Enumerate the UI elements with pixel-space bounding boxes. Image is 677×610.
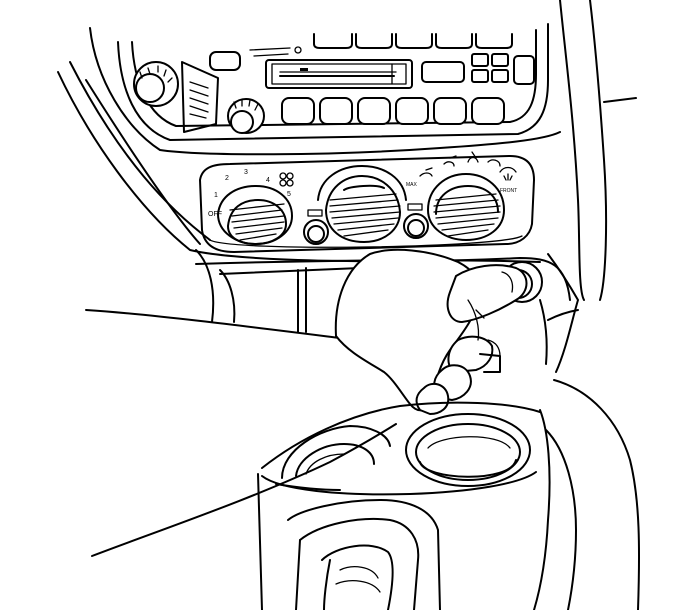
preset-buttons (281, 97, 505, 125)
fan-scale-4: 4 (266, 177, 270, 184)
cup-holder-right (405, 413, 531, 487)
cup-holders (261, 401, 541, 496)
climate-control-panel: OFF 1 2 3 4 5 (199, 151, 535, 253)
recirculation-button (303, 209, 329, 245)
radio-unit (117, 23, 549, 141)
fan-scale-2: 2 (225, 175, 229, 182)
radio-button (491, 69, 509, 83)
dash-side-trim (539, 0, 637, 373)
radio-button (491, 53, 509, 67)
ac-button (403, 203, 429, 239)
fan-speed-knob: OFF 1 2 3 4 5 (208, 169, 294, 245)
temperature-knob (317, 165, 407, 243)
lower-console-opening (195, 259, 541, 333)
tuning-knob (227, 98, 265, 134)
shifter-boot (287, 499, 441, 610)
cup-holder-left (281, 425, 391, 479)
cassette-slot (265, 59, 413, 89)
front-defrost-label: FRONT (500, 188, 517, 194)
fan-scale-3: 3 (244, 169, 248, 176)
mode-knob: MAX FRONT (406, 151, 517, 241)
fan-icon (279, 172, 294, 187)
fan-scale-off: OFF (208, 211, 222, 218)
radio-button (471, 53, 489, 67)
fan-scale-1: 1 (214, 192, 218, 199)
fan-scale-5: 5 (287, 191, 291, 198)
center-console (91, 379, 641, 610)
radio-button (471, 69, 489, 83)
max-label: MAX (406, 182, 418, 188)
volume-knob (133, 61, 179, 107)
radio-button (513, 55, 535, 85)
radio-button (421, 61, 465, 83)
hand (85, 248, 528, 415)
defrost-icon (499, 166, 517, 181)
vent-mode-icons (419, 151, 501, 177)
dash-bezel (57, 27, 571, 323)
